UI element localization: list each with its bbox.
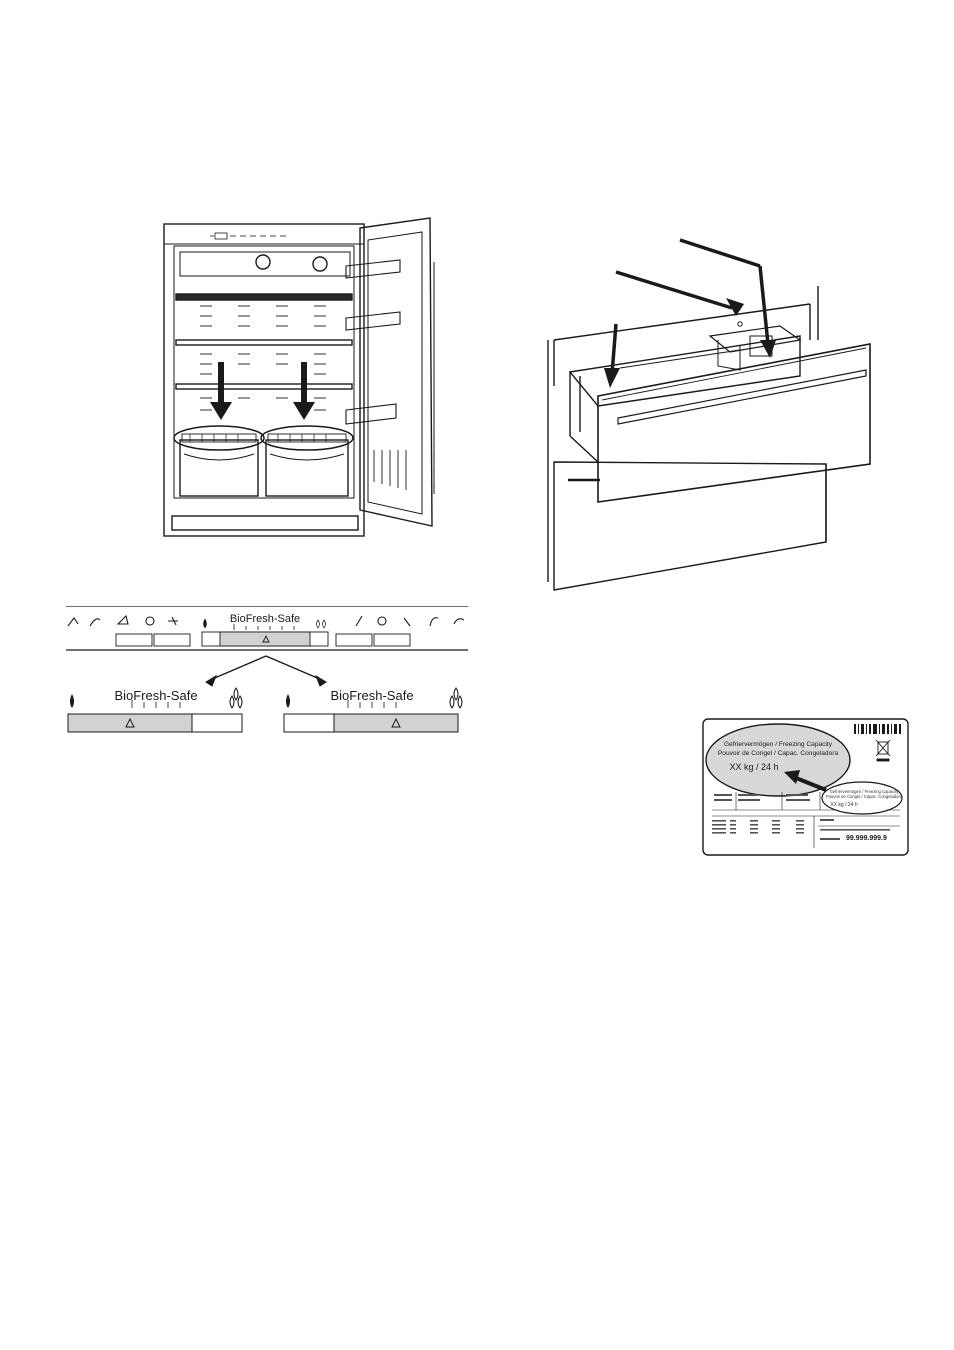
glass-shelf <box>176 340 352 345</box>
water-drops-icon <box>230 688 242 708</box>
biofresh-control-strip-figure: BioFresh-Safe BioFresh-Safe BioFresh-Saf… <box>60 606 474 750</box>
control-box <box>154 634 190 646</box>
highlight-ellipse <box>261 426 353 450</box>
fridge-open-figure <box>160 214 440 540</box>
drawer-removal-figure <box>540 236 880 596</box>
capacity-title: Gefriervermögen / Freezing Capacity <box>724 741 833 748</box>
arrow-down-icon <box>210 362 232 420</box>
biofresh-drawer-right <box>266 440 348 496</box>
branch-arrow-right <box>266 656 322 680</box>
small-capacity-value: XX kg / 24 h <box>830 802 857 808</box>
food-icons-right <box>356 616 464 626</box>
fridge-cabinet <box>164 224 364 536</box>
biofresh-drawer-left <box>180 440 258 496</box>
humidity-slider-knob <box>334 714 458 732</box>
rating-plate-figure: Gefriervermögen / Freezing Capacity Pouv… <box>700 716 912 860</box>
arrow-down-icon <box>604 324 620 388</box>
water-drop-icon <box>286 694 290 708</box>
citrus-icon <box>378 617 386 625</box>
glass-shelf <box>176 294 352 300</box>
lettuce-icon <box>454 619 464 624</box>
arrow-diagonal-icon <box>616 272 744 316</box>
water-drop-icon <box>70 694 74 708</box>
sausage-icon <box>90 619 100 626</box>
highlight-ellipse <box>174 426 264 450</box>
carrot-icon <box>356 616 362 626</box>
food-icons-left <box>68 616 178 626</box>
leaf-icon <box>430 618 438 626</box>
meat-icon <box>68 618 78 626</box>
fan-icon <box>256 255 270 269</box>
fridge-door <box>360 218 432 526</box>
water-drop-icon <box>204 619 207 628</box>
drawer-front <box>598 344 870 502</box>
cheese-icon <box>118 616 128 624</box>
water-drops-icon <box>317 620 326 628</box>
variant-right-label: BioFresh-Safe <box>330 688 413 703</box>
control-box <box>336 634 372 646</box>
highlight-ellipse <box>706 724 850 796</box>
glass-shelf <box>176 384 352 389</box>
control-panel <box>210 233 286 239</box>
control-box <box>374 634 410 646</box>
variant-left-label: BioFresh-Safe <box>114 688 197 703</box>
capacity-value: XX kg / 24 h <box>729 762 778 772</box>
small-capacity-title-fr-es: Pouvoir de Congel / Capac. Congeladora <box>826 794 903 799</box>
pepper-icon <box>404 618 410 626</box>
strip-label: BioFresh-Safe <box>230 613 300 625</box>
capacity-title-fr-es: Pouvoir de Congel / Capac. Congeladora <box>718 750 839 757</box>
fish-icon <box>168 617 178 625</box>
vegetable-icon <box>146 617 154 625</box>
control-box <box>116 634 152 646</box>
humidity-slider-knob <box>68 714 192 732</box>
bottom-drawer <box>172 516 358 530</box>
serial-number: 99.999.999.9 <box>846 835 887 842</box>
branch-arrow-left <box>210 656 266 680</box>
arrow-down-icon <box>293 362 315 420</box>
water-drops-icon <box>450 688 462 708</box>
